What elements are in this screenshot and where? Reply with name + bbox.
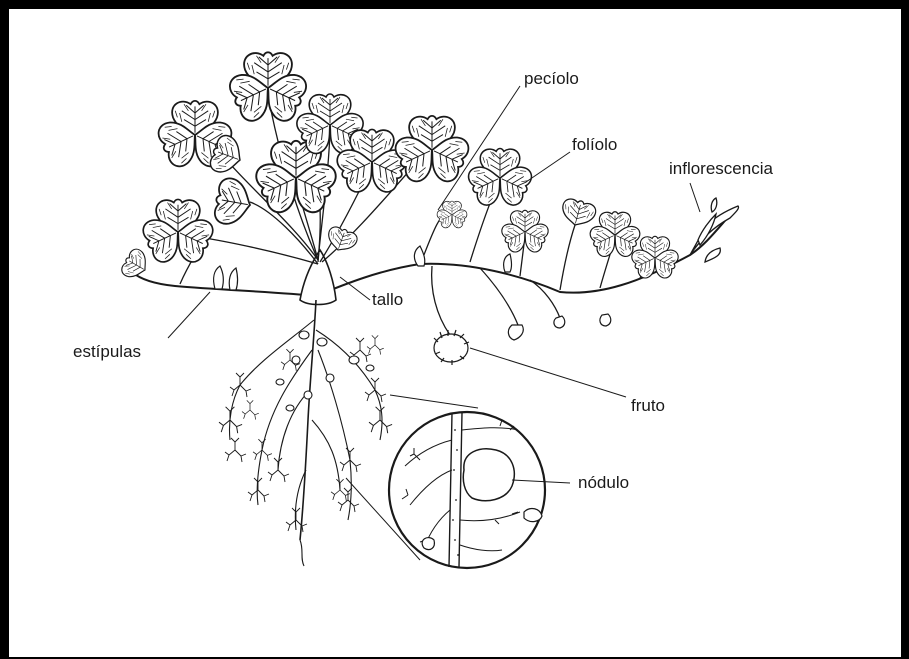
stipules — [214, 246, 512, 290]
label-fruto: fruto — [631, 397, 665, 414]
leader-fruto — [470, 348, 626, 397]
label-nodulo: nódulo — [578, 474, 629, 491]
leaves — [119, 52, 681, 282]
label-peciolo: pecíolo — [524, 70, 579, 87]
leader-estipulas — [168, 292, 210, 338]
root-system — [229, 300, 382, 566]
hanging-flowers — [508, 314, 610, 340]
label-tallo: tallo — [372, 291, 403, 308]
root-hairs — [219, 335, 392, 532]
magnified-inset — [346, 395, 545, 568]
label-foliolo: folíolo — [572, 136, 617, 153]
fruit-head — [434, 330, 469, 365]
leader-foliolo — [526, 152, 570, 182]
root-nodules — [276, 331, 374, 411]
label-inflorescencia: inflorescencia — [669, 160, 773, 177]
leader-inflorescencia — [690, 183, 700, 212]
inflorescence — [690, 198, 739, 262]
label-estipulas: estípulas — [73, 343, 141, 360]
